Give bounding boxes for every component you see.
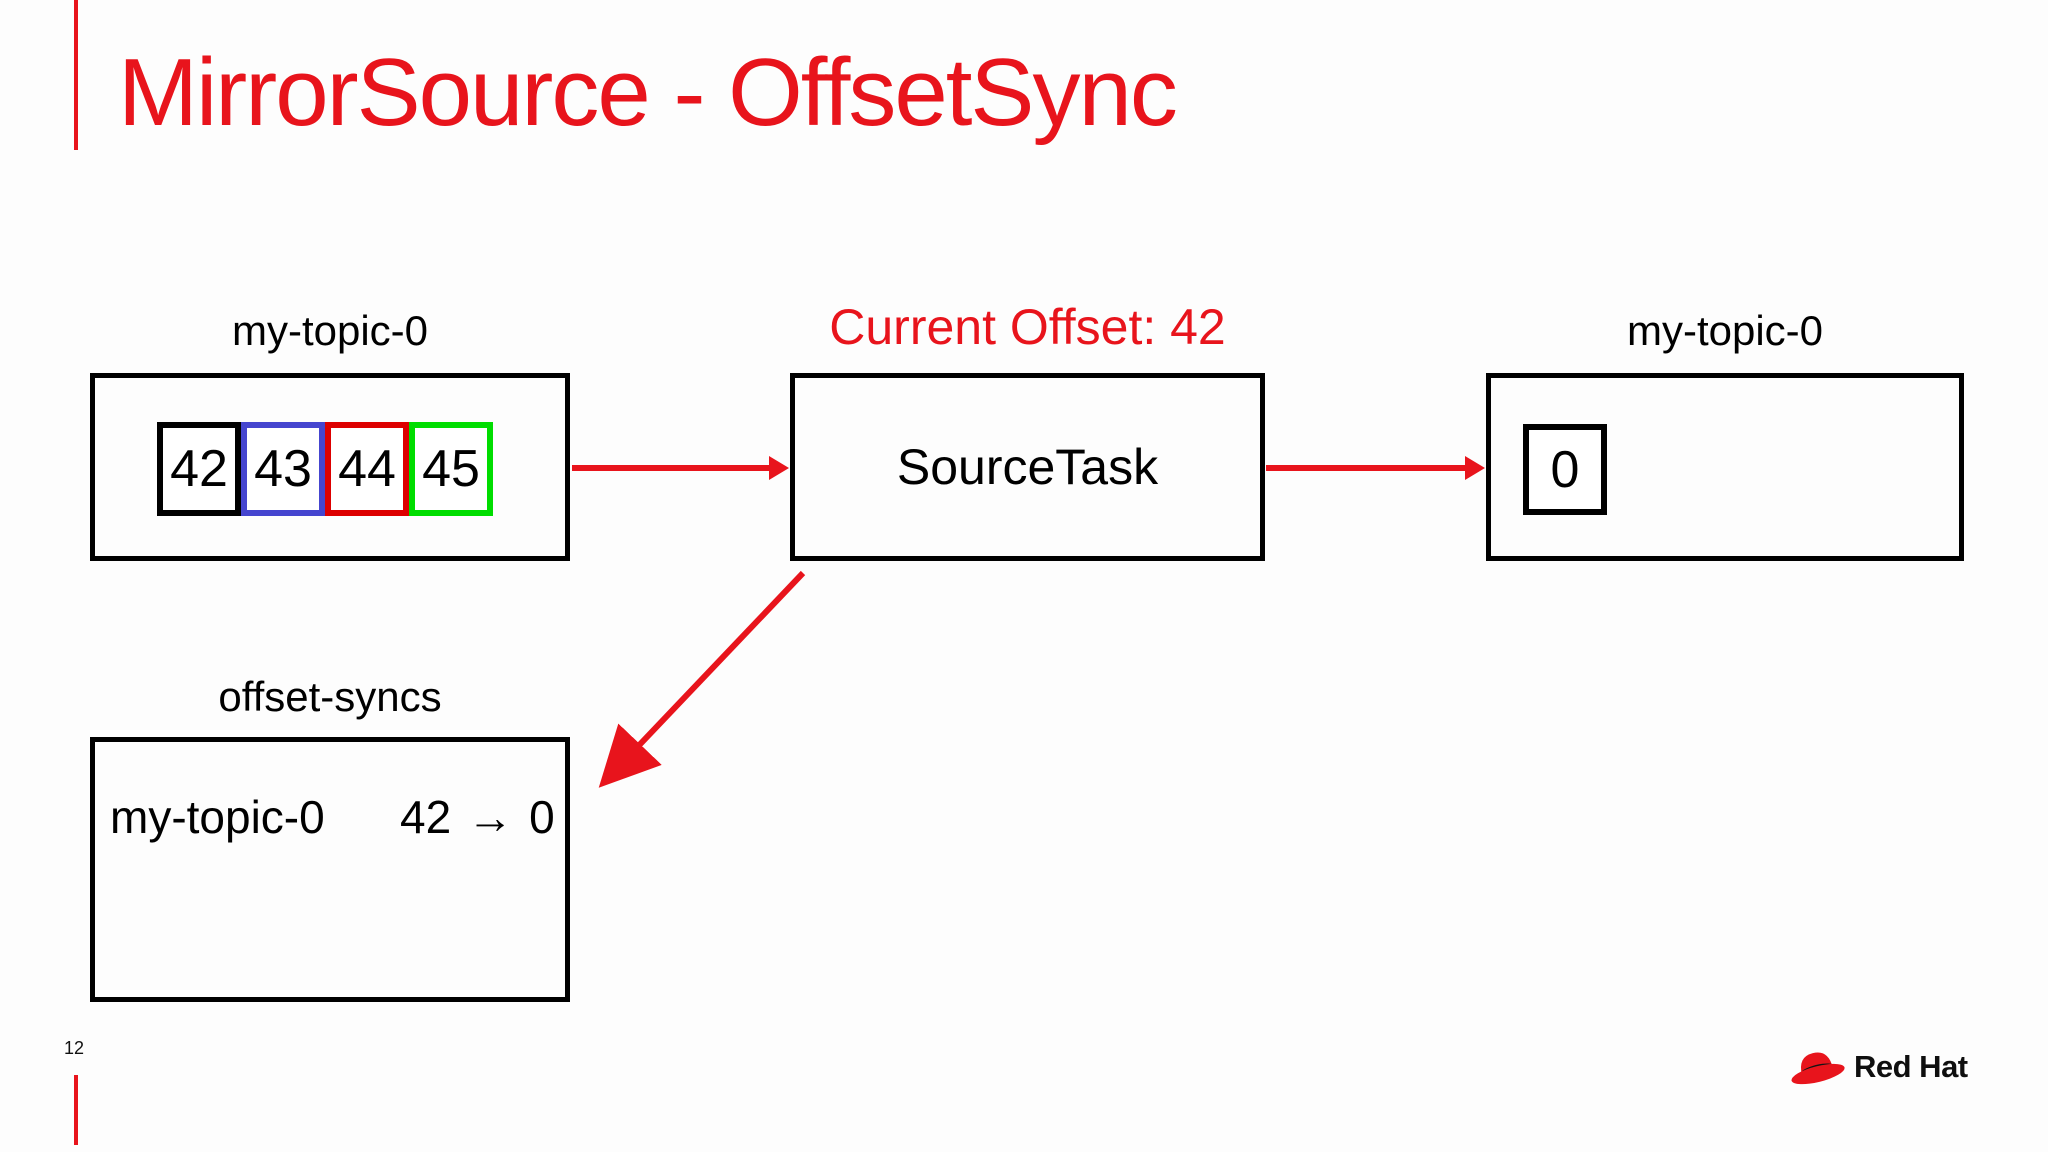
arrow-topic-to-task	[572, 456, 789, 480]
source-topic-label: my-topic-0	[231, 307, 429, 354]
arrow-task-to-target	[1266, 456, 1485, 480]
accent-line-bottom	[74, 1075, 78, 1145]
offset-sync-topic: my-topic-0	[110, 791, 325, 843]
source-topic-cells: 42 43 44 45	[157, 422, 493, 516]
page-title: MirrorSource - OffsetSync	[118, 39, 1178, 146]
source-topic-box: 42 43 44 45	[90, 373, 570, 561]
offset-syncs-box	[90, 737, 570, 1002]
redhat-logo: Red Hat	[1788, 1044, 1968, 1090]
offset-sync-mapping: 42 → 0	[400, 790, 555, 844]
target-topic-box: 0	[1486, 373, 1964, 561]
fedora-icon	[1791, 1052, 1845, 1085]
offset-cell-42: 42	[157, 422, 241, 516]
page-number: 12	[64, 1038, 85, 1058]
offset-sync-to: 0	[529, 791, 555, 843]
target-topic-label: my-topic-0	[1626, 307, 1824, 354]
accent-line-top	[74, 0, 78, 150]
current-offset-annotation: Current Offset: 42	[829, 299, 1226, 355]
source-task-label: SourceTask	[896, 439, 1159, 495]
offset-sync-from: 42	[400, 791, 452, 843]
brand-wordmark: Red Hat	[1854, 1049, 1968, 1084]
offset-cell-0: 0	[1523, 424, 1607, 515]
right-arrow-icon: →	[467, 791, 514, 843]
offset-cell-43: 43	[241, 422, 325, 516]
offset-cell-45: 45	[409, 422, 493, 516]
arrow-task-to-offset-syncs	[598, 570, 806, 788]
offset-cell-44: 44	[325, 422, 409, 516]
source-task-box: SourceTask	[790, 373, 1265, 561]
offset-sync-entry: my-topic-0 42 → 0	[110, 790, 555, 844]
offset-syncs-label: offset-syncs	[218, 673, 442, 720]
